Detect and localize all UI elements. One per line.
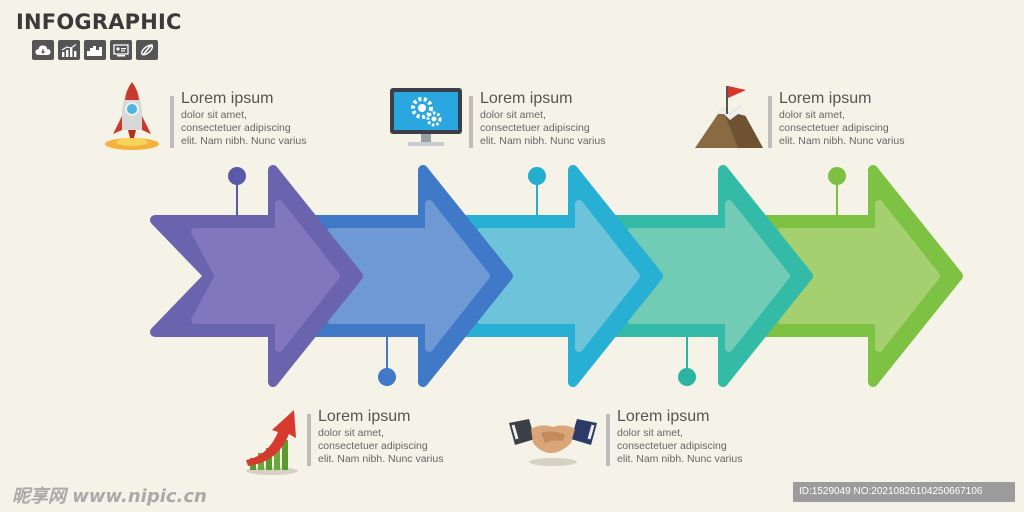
description-line: dolor sit amet, [480,109,546,121]
monitor-gears-icon [390,88,462,146]
step-heading: Lorem ipsum [318,408,411,425]
step-description: dolor sit amet, consectetuer adipiscing … [181,109,306,148]
connector-dot [678,368,696,386]
handshake-icon [509,419,597,466]
description-line: consectetuer adipiscing [617,440,727,452]
bar-chart-icon [58,40,80,60]
step-heading: Lorem ipsum [779,90,872,107]
cloud-icon [32,40,54,60]
step-description: dolor sit amet, consectetuer adipiscing … [617,427,742,466]
page-title: INFOGRAPHIC [16,10,182,34]
description-line: elit. Nam nibh. Nunc varius [181,135,307,147]
description-line: consectetuer adipiscing [779,122,889,134]
step-description: dolor sit amet, consectetuer adipiscing … [480,109,605,148]
watermark-right: ID:1529049 NO:20210826104250667106 [793,482,1015,502]
presentation-icon [110,40,132,60]
description-line: elit. Nam nibh. Nunc varius [480,135,606,147]
description-line: dolor sit amet, [617,427,683,439]
divider-bar [768,96,772,148]
divider-bar [606,414,610,466]
growth-arrow-icon [246,410,298,475]
description-line: dolor sit amet, [779,109,845,121]
step-description: dolor sit amet, consectetuer adipiscing … [318,427,443,466]
satellite-icon [136,40,158,60]
step-heading: Lorem ipsum [480,90,573,107]
description-line: elit. Nam nibh. Nunc varius [617,453,743,465]
header-icon-row [32,40,158,60]
divider-bar [307,414,311,466]
step-description: dolor sit amet, consectetuer adipiscing … [779,109,904,148]
divider-bar [170,96,174,148]
description-line: elit. Nam nibh. Nunc varius [318,453,444,465]
connector-dot [228,167,246,185]
divider-bar [469,96,473,148]
rocket-icon [105,82,159,150]
mountain-flag-icon [695,86,763,148]
step-heading: Lorem ipsum [181,90,274,107]
step-arrow-inner [191,200,340,352]
watermark-left: 昵享网 www.nipic.cn [12,486,207,507]
step-heading: Lorem ipsum [617,408,710,425]
description-line: consectetuer adipiscing [181,122,291,134]
area-chart-icon [84,40,106,60]
connector-dot [528,167,546,185]
connector-dot [378,368,396,386]
connector-dot [828,167,846,185]
description-line: consectetuer adipiscing [480,122,590,134]
description-line: consectetuer adipiscing [318,440,428,452]
description-line: dolor sit amet, [181,109,247,121]
description-line: dolor sit amet, [318,427,384,439]
description-line: elit. Nam nibh. Nunc varius [779,135,905,147]
